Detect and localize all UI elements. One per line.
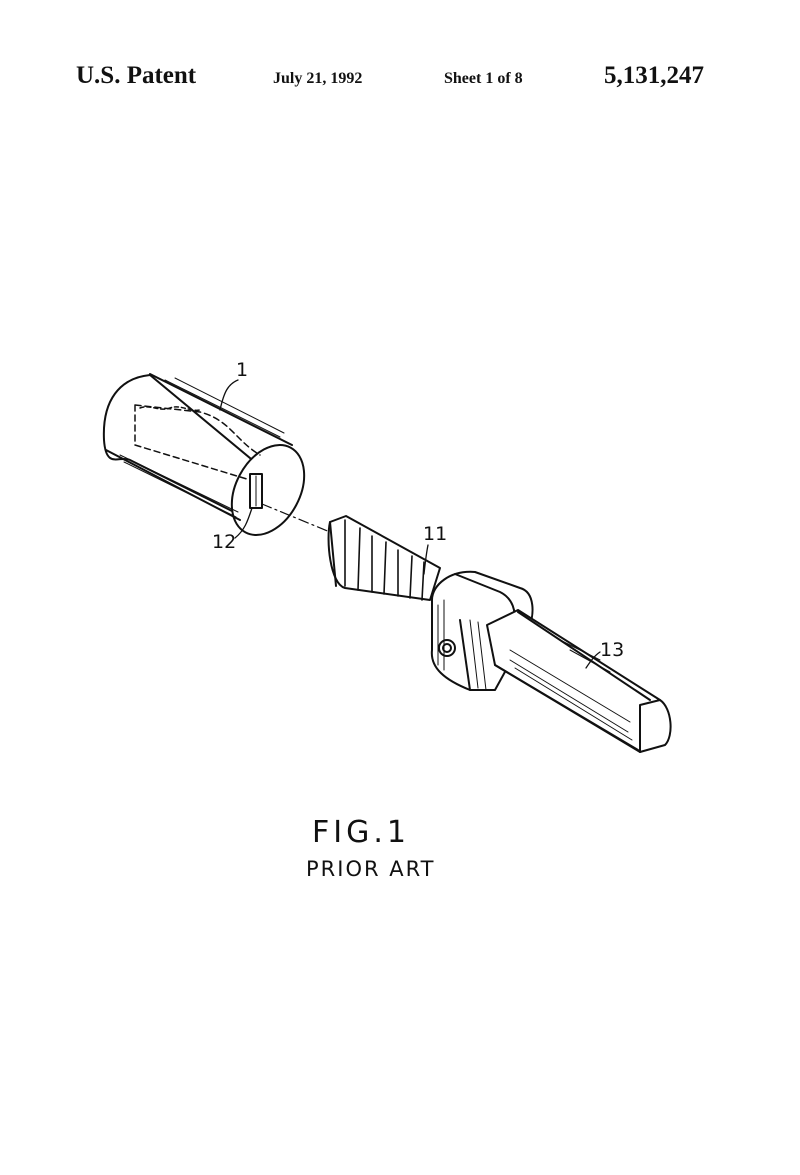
ref-numeral-13: 13 — [600, 639, 624, 661]
ref-numeral-1: 1 — [236, 359, 248, 381]
patent-date: July 21, 1992 — [273, 70, 363, 87]
patent-header-title: U.S. Patent — [76, 62, 197, 89]
ref-numeral-11: 11 — [423, 523, 447, 545]
drive-shaft — [486, 609, 672, 753]
ref-numeral-12: 12 — [212, 531, 236, 553]
leader-13 — [585, 651, 601, 669]
sheet-number: Sheet 1 of 8 — [444, 70, 523, 87]
figure-subtitle: PRIOR ART — [306, 857, 436, 881]
leader-1 — [219, 379, 239, 411]
figure-label: FIG.1 — [312, 815, 410, 850]
patent-number: 5,131,247 — [604, 62, 704, 89]
leader-12 — [234, 507, 253, 539]
leader-11 — [423, 544, 429, 575]
key-blade — [327, 515, 441, 601]
lock-cylinder — [102, 373, 306, 536]
